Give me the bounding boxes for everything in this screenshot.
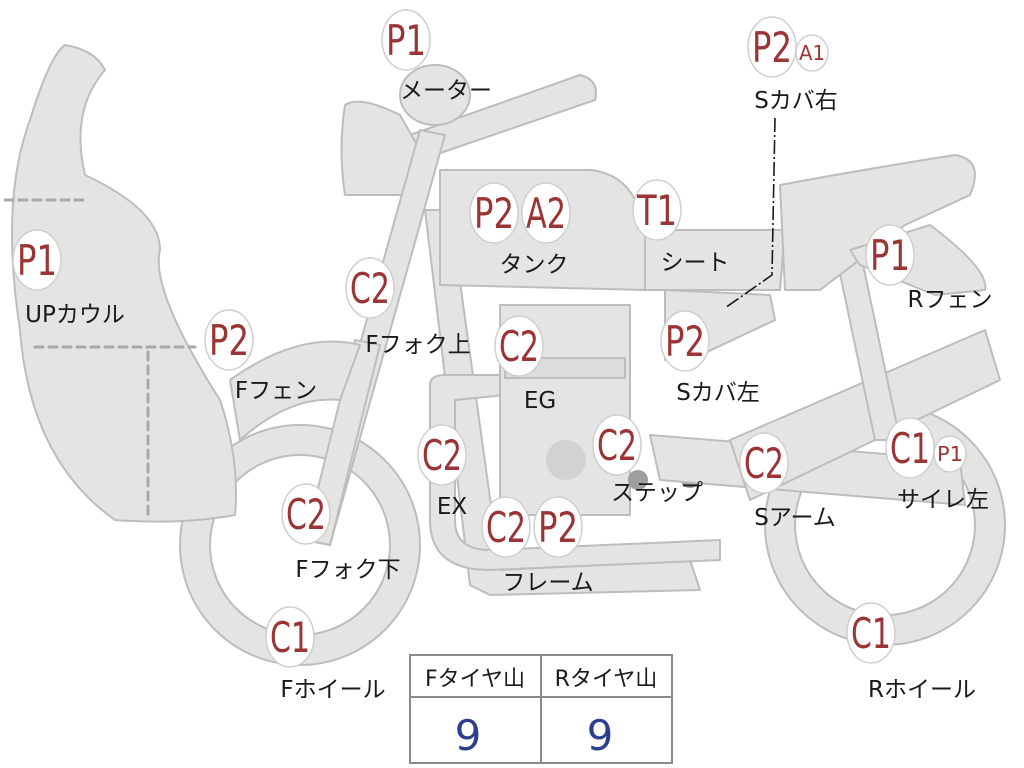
part-label: Fフォク上 — [365, 332, 470, 358]
handlebar-shape — [409, 74, 597, 161]
part-code-text: P2 — [665, 317, 705, 366]
part-code-badge — [381, 9, 431, 71]
part-code-text: C1 — [270, 613, 310, 662]
meter-shape — [399, 64, 471, 126]
tire-table-value-front: 9 — [455, 711, 482, 760]
front-wheel-outline-inner — [209, 454, 391, 636]
part-code-badge — [795, 34, 829, 72]
tire-table: Fタイヤ山 Rタイヤ山 9 9 — [409, 654, 673, 764]
part-code-text: P2 — [474, 189, 514, 238]
part-label: メーター — [400, 78, 492, 104]
part-code-badge — [660, 310, 710, 372]
part-code-text: C2 — [597, 421, 637, 470]
part-code-text: P2 — [752, 23, 792, 72]
part-label: サイレ左 — [897, 487, 989, 513]
part-code-badge — [846, 602, 896, 664]
part-code-badge — [345, 257, 395, 319]
part-code-badge — [265, 606, 315, 668]
upper-cowl-shape — [11, 44, 237, 523]
part-code-text: C1 — [890, 424, 930, 473]
part-code-text: T1 — [636, 186, 677, 235]
part-code-text: C2 — [286, 490, 326, 539]
part-code-badge — [865, 224, 915, 286]
part-code-text: P1 — [870, 231, 910, 280]
part-label: Fホイール — [280, 677, 385, 703]
part-code-badge — [592, 414, 642, 476]
part-meter: P1 メーター — [381, 9, 492, 104]
s-cover-right-leader-line — [724, 117, 776, 309]
part-label: Sアーム — [754, 505, 836, 531]
headlight-shape — [340, 100, 421, 196]
part-label: Rフェン — [908, 287, 993, 313]
part-seat: T1 シート — [632, 179, 730, 276]
part-code-text: C2 — [499, 322, 539, 371]
part-code-badge — [281, 483, 331, 545]
part-muffler-left: C1 P1 サイレ左 — [885, 417, 989, 513]
part-label: フレーム — [502, 570, 593, 596]
part-code-badge — [469, 182, 519, 244]
part-code-badge — [533, 496, 583, 558]
part-label: Rホイール — [868, 677, 976, 703]
part-code-text: P1 — [386, 16, 426, 65]
part-code-text: A1 — [799, 41, 825, 65]
part-code-text: C2 — [744, 439, 784, 488]
part-step: C2 ステップ — [592, 414, 703, 506]
part-code-badge — [521, 182, 571, 244]
part-code-badge — [885, 417, 935, 479]
step-peg-left — [628, 470, 648, 490]
part-label: タンク — [500, 252, 569, 278]
part-label: Sカバ左 — [676, 380, 760, 406]
part-code-text: P1 — [937, 442, 963, 466]
part-code-badge — [933, 435, 967, 473]
seat-shape — [779, 154, 976, 291]
part-code-text: C2 — [350, 264, 390, 313]
part-code-badge — [481, 496, 531, 558]
part-label: UPカウル — [25, 302, 125, 328]
part-code-text: P2 — [209, 316, 249, 365]
exhaust-shape — [429, 374, 721, 571]
part-code-badge — [632, 179, 682, 241]
part-code-text: P2 — [538, 503, 578, 552]
front-fender-shape — [229, 340, 361, 441]
part-code-badge — [494, 315, 544, 377]
part-code-text: C2 — [486, 503, 526, 552]
part-code-badge — [417, 424, 467, 486]
part-label: Sカバ右 — [754, 88, 838, 114]
part-label: EG — [524, 388, 556, 414]
engine-cover-shape — [546, 440, 586, 480]
part-code-badge — [12, 229, 62, 291]
part-label: ステップ — [611, 480, 703, 506]
part-code-badge — [747, 16, 797, 78]
tire-table-value-rear: 9 — [587, 711, 614, 760]
part-code-text: C1 — [851, 609, 891, 658]
tire-table-header-rear: Rタイヤ山 — [555, 667, 658, 692]
part-code-badge — [204, 309, 254, 371]
part-code-text: C2 — [422, 431, 462, 480]
part-label: Fフェン — [235, 378, 317, 404]
part-code-text: A2 — [526, 189, 566, 238]
tire-table-header-front: Fタイヤ山 — [425, 667, 525, 692]
part-code-badge — [739, 432, 789, 494]
part-label: Fフォク下 — [295, 557, 400, 583]
part-label: シート — [661, 250, 730, 276]
part-code-text: P1 — [17, 236, 57, 285]
part-label: EX — [437, 494, 468, 520]
